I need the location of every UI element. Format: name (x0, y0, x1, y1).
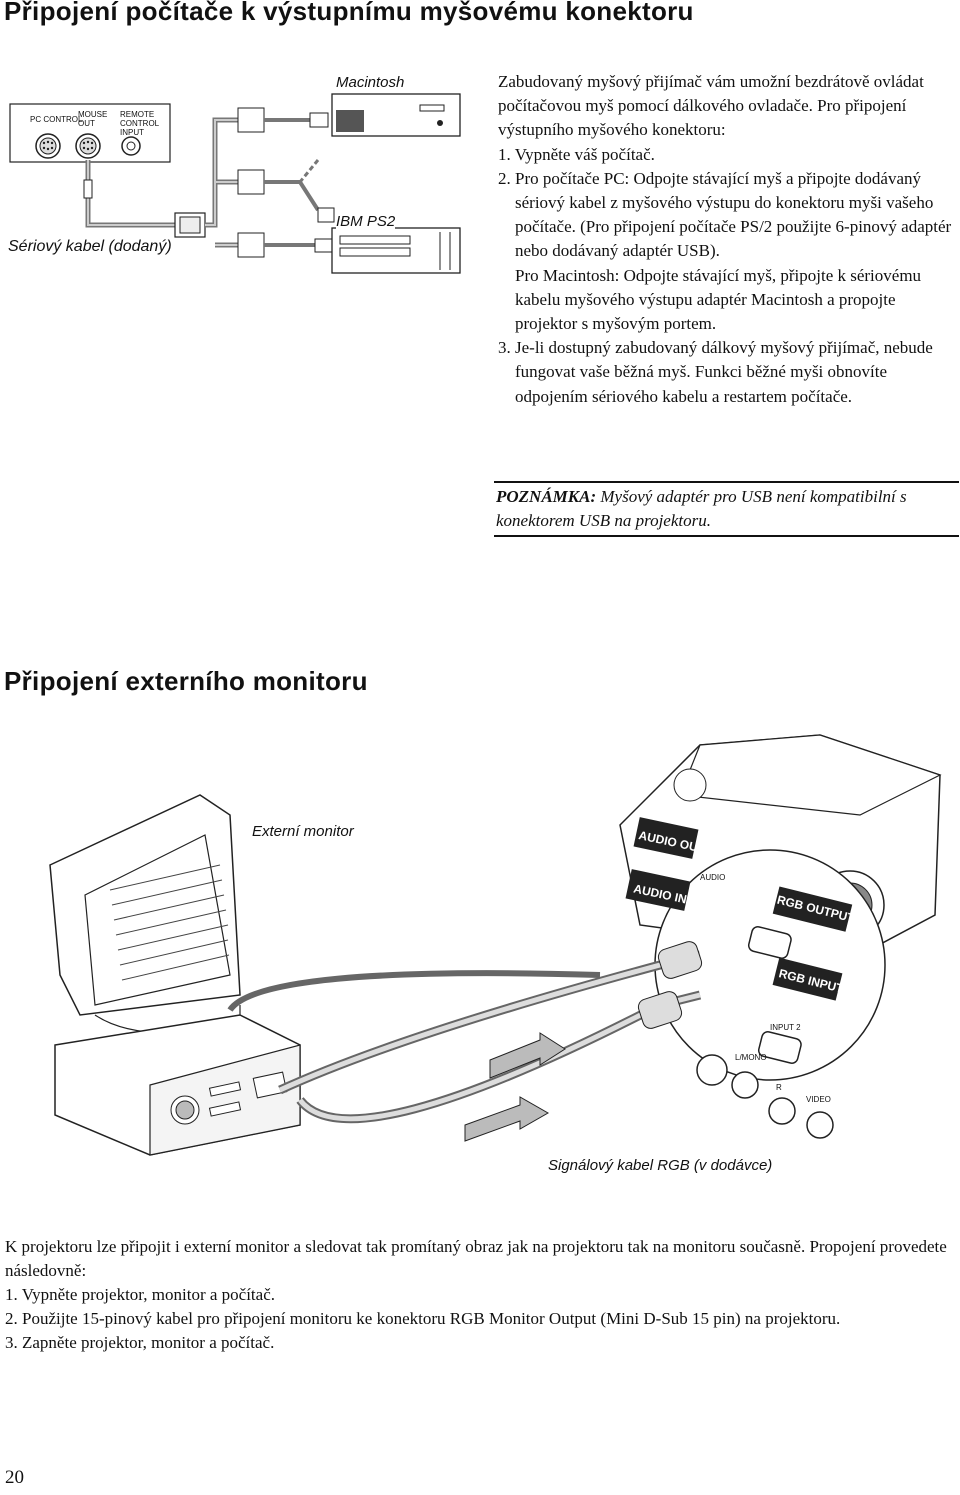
port-label-mouse-out: MOUSE OUT (78, 110, 108, 128)
label-external-monitor: Externí monitor (252, 823, 354, 840)
monitor-step-2: 2. Použijte 15-pinový kabel pro připojen… (5, 1309, 841, 1328)
label-video: VIDEO (806, 1095, 831, 1104)
page-number: 20 (5, 1467, 24, 1488)
label-macintosh: Macintosh (336, 74, 405, 91)
mouse-intro: Zabudovaný myšový přijímač vám umožní be… (498, 72, 924, 140)
monitor-instructions: K projektoru lze připojit i externí moni… (5, 1235, 955, 1355)
external-monitor-figure: Externí monitor Signálový kabel RGB (v d… (0, 715, 960, 1195)
label-signal-cable: Signálový kabel RGB (v dodávce) (548, 1157, 773, 1174)
port-label-remote-control: REMOTE CONTROL INPUT (120, 110, 159, 137)
note-text: Myšový adaptér pro USB není kompatibilní… (496, 487, 907, 530)
label-input-2: INPUT 2 (770, 1023, 801, 1032)
label-audio-small: AUDIO (700, 873, 726, 882)
label-l-mono: L/MONO (735, 1053, 767, 1062)
note-box: POZNÁMKA: Myšový adaptér pro USB není ko… (494, 481, 959, 537)
external-monitor-diagram (49, 734, 942, 1156)
mouse-step-1: 1. Vypněte váš počítač. (498, 144, 655, 164)
port-label-pc-control: PC CONTROL (30, 115, 83, 124)
mouse-step-2-mac: Pro Macintosh: Odpojte stávající myš, př… (515, 265, 922, 334)
label-serial-cable: Sériový kabel (dodaný) (8, 238, 172, 256)
monitor-intro: K projektoru lze připojit i externí moni… (5, 1237, 947, 1280)
mouse-instructions: Zabudovaný myšový přijímač vám umožní be… (498, 70, 958, 409)
monitor-step-3: 3. Zapněte projektor, monitor a počítač. (5, 1333, 275, 1352)
section1-title: Připojení počítače k výstupnímu myšovému… (4, 0, 694, 26)
monitor-step-1: 1. Vypněte projektor, monitor a počítač. (5, 1285, 275, 1304)
note-label: POZNÁMKA: (496, 487, 597, 506)
section2-title: Připojení externího monitoru (4, 666, 368, 696)
mouse-step-2: 2. Pro počítače PC: Odpojte stávající my… (498, 168, 952, 261)
label-r: R (776, 1083, 782, 1092)
mouse-connection-figure: PC CONTROL MOUSE OUT REMOTE CONTROL INPU… (0, 60, 480, 290)
label-ibm-ps2: IBM PS2 (336, 213, 396, 230)
mouse-connection-diagram (9, 93, 461, 274)
mouse-step-3: 3. Je-li dostupný zabudovaný dálkový myš… (498, 338, 933, 406)
